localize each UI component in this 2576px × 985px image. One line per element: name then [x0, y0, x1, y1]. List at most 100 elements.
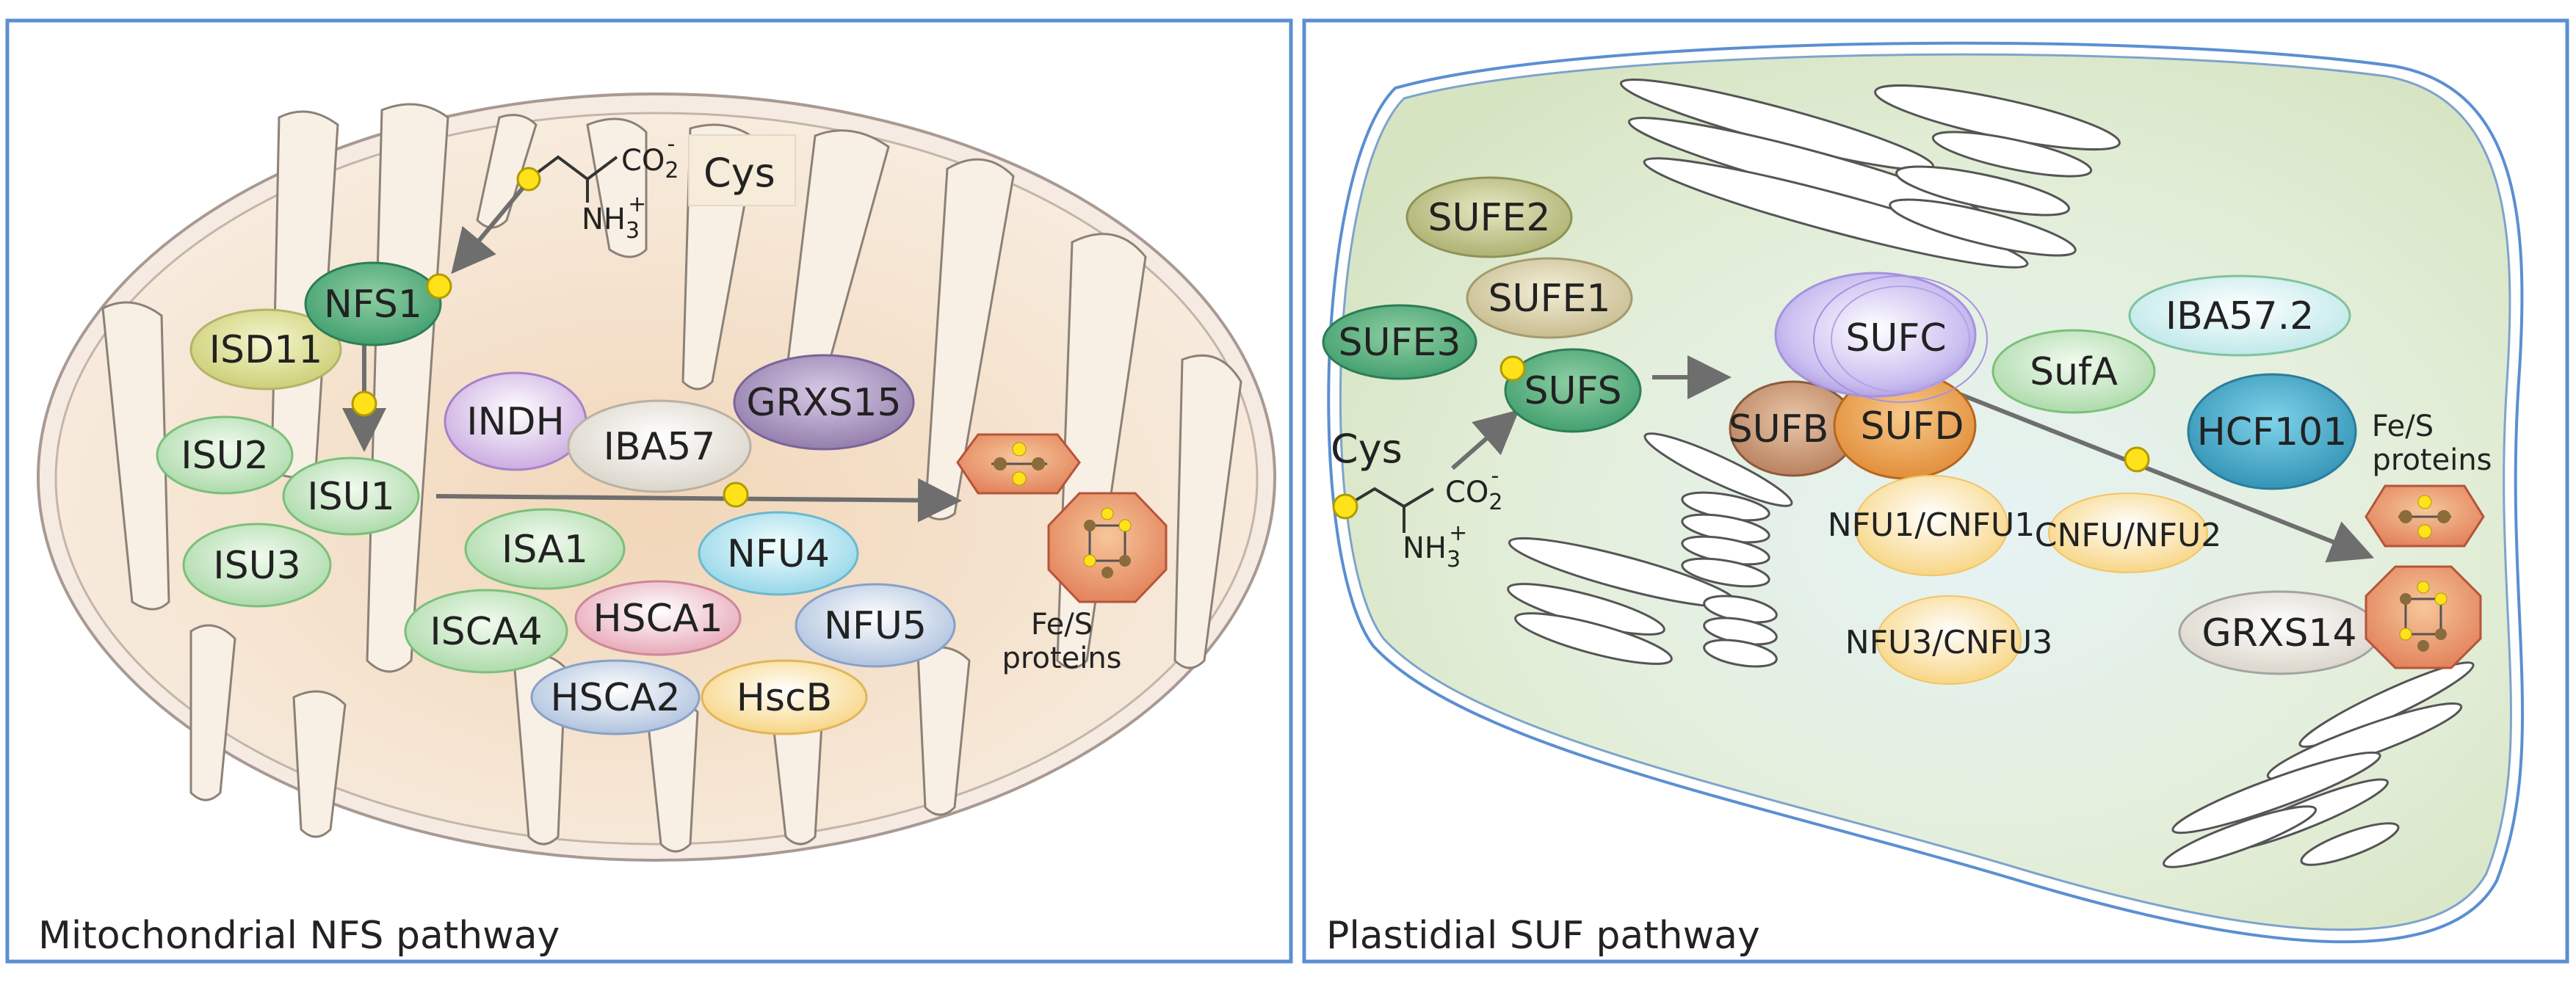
- mito-fes-label-line1: Fe/S: [1031, 608, 1093, 641]
- nfs1-sulfur: [426, 273, 452, 299]
- protein-grxs15-label: GRXS15: [746, 381, 901, 425]
- thylakoids: [1507, 79, 2475, 868]
- protein-cnfu-nfu2-label: CNFU/NFU2: [2035, 517, 2221, 554]
- cys-co2-sup: -: [667, 131, 676, 157]
- plastid-cys-nh3-sub: 3: [1447, 547, 1461, 573]
- protein-sufe1: SUFE1: [1466, 257, 1633, 339]
- protein-nfu3-cnfu3: NFU3/CNFU3: [1845, 595, 2052, 685]
- protein-iba572-label: IBA57.2: [2166, 294, 2314, 338]
- protein-sufc: SUFC: [1774, 272, 1988, 403]
- protein-nfs1-label: NFS1: [324, 283, 422, 327]
- plastid-cys-co2-sub: 2: [1488, 490, 1502, 515]
- protein-grxs15: GRXS15: [733, 354, 915, 451]
- protein-sufe2: SUFE2: [1405, 176, 1573, 258]
- mito-proteins: ISD11 NFS1 ISU2 ISU1 ISU3 INDH IBA57: [156, 261, 956, 735]
- protein-isa1-label: ISA1: [502, 528, 588, 572]
- mito-fes-label-line2: proteins: [1002, 641, 1121, 675]
- protein-sufe1-label: SUFE1: [1488, 277, 1611, 321]
- protein-isu2: ISU2: [156, 415, 294, 495]
- protein-sufd-label: SUFD: [1860, 404, 1964, 448]
- protein-hsca2-label: HSCA2: [550, 676, 680, 720]
- protein-isu1-label: ISU1: [307, 475, 395, 519]
- protein-cnfu-nfu2: CNFU/NFU2: [2035, 492, 2221, 573]
- protein-isca4-label: ISCA4: [430, 610, 542, 654]
- protein-nfu1-cnfu1: NFU1/CNFU1: [1828, 475, 2035, 576]
- protein-isd11-label: ISD11: [209, 328, 323, 372]
- plastid-cys-nh3: NH: [1403, 531, 1447, 565]
- plastid-cys-sulfur: [1332, 493, 1358, 520]
- protein-hsca2: HSCA2: [530, 659, 701, 735]
- protein-iba572: IBA57.2: [2128, 275, 2351, 357]
- protein-isca4: ISCA4: [404, 589, 568, 674]
- protein-sufe3-label: SUFE3: [1339, 321, 1461, 365]
- sulfur-atom: [516, 167, 541, 192]
- svg-text:CO2-: CO2-: [621, 131, 679, 183]
- protein-nfu4: NFU4: [698, 511, 859, 596]
- plastid-cys-label: Cys: [1331, 426, 1403, 472]
- protein-sufe3: SUFE3: [1322, 304, 1477, 380]
- protein-isu3-label: ISU3: [213, 544, 301, 588]
- plastid-fes-label-line2: proteins: [2372, 443, 2492, 477]
- protein-isa1: ISA1: [464, 508, 626, 590]
- mito-fe2s2-cluster-icon: [956, 433, 1081, 495]
- sufs-sulfur: [1499, 355, 1526, 382]
- protein-isu1: ISU1: [282, 457, 420, 536]
- protein-sufa: SufA: [1991, 329, 2156, 414]
- protein-hsca1: HSCA1: [574, 580, 742, 656]
- sufbcd-sulfur: [2124, 446, 2150, 473]
- protein-nfu3-cnfu3-label: NFU3/CNFU3: [1845, 624, 2052, 661]
- cys-label: Cys: [703, 150, 775, 196]
- protein-sufs-label: SUFS: [1524, 369, 1621, 413]
- protein-sufs: SUFS: [1504, 348, 1642, 433]
- cys-co2-sub: 2: [665, 158, 679, 183]
- protein-nfu4-label: NFU4: [727, 532, 830, 576]
- protein-hsca1-label: HSCA1: [593, 597, 723, 641]
- protein-isu2-label: ISU2: [181, 434, 269, 478]
- cys-nh3-sup: +: [628, 192, 646, 217]
- protein-sufa-label: SufA: [2030, 350, 2118, 394]
- cys-nh3-sub: 3: [626, 218, 640, 244]
- protein-grxs14-label: GRXS14: [2201, 611, 2356, 655]
- protein-nfu5-label: NFU5: [824, 604, 927, 648]
- protein-sufb: SUFB: [1729, 380, 1858, 477]
- plastid-fe2s2-cluster-icon: [2365, 484, 2485, 548]
- plastid-cys-co2-sup: -: [1491, 463, 1499, 489]
- cys-co2: CO: [621, 144, 665, 178]
- plastid-fe4s4-cluster-icon: [2365, 565, 2482, 669]
- protein-iba57-label: IBA57: [604, 425, 716, 469]
- mito-panel-caption: Mitochondrial NFS pathway: [38, 914, 560, 958]
- protein-iba57: IBA57: [567, 399, 752, 493]
- iba57-sulfur: [723, 481, 749, 508]
- plastid-fes-label-line1: Fe/S: [2372, 410, 2434, 443]
- plastid-arrows: [1451, 355, 2375, 563]
- protein-sufb-label: SUFB: [1729, 407, 1829, 451]
- protein-indh: INDH: [444, 371, 587, 471]
- protein-hcf101: HCF101: [2187, 373, 2357, 490]
- plastid-cys-co2: CO: [1445, 476, 1488, 509]
- plastid-cys-molecule: Cys CO2- NH3+: [1331, 426, 1503, 573]
- plastid-cys-nh3-sup: +: [1449, 520, 1467, 546]
- protein-nfs1: NFS1: [304, 261, 442, 346]
- persulfide-sulfur: [351, 390, 377, 417]
- protein-grxs14: GRXS14: [2178, 590, 2381, 675]
- protein-indh-label: INDH: [466, 400, 564, 444]
- cys-highlight-box: [688, 134, 796, 206]
- protein-hcf101-label: HCF101: [2197, 410, 2348, 454]
- mito-cys-molecule: CO2- NH3+ Cys: [516, 131, 796, 244]
- plastid-proteins: SUFE2 SUFE1 SUFE3 SUFS SUFB SUFD SUFC: [1322, 176, 2381, 685]
- mito-fe4s4-cluster-icon: [1047, 492, 1168, 603]
- protein-sufc-label: SUFC: [1845, 316, 1946, 360]
- svg-text:NH3+: NH3+: [1403, 520, 1467, 573]
- svg-text:NH3+: NH3+: [582, 192, 646, 244]
- protein-hscb: HscB: [701, 659, 868, 735]
- svg-text:CO2-: CO2-: [1445, 463, 1503, 515]
- cys-nh3: NH: [582, 203, 626, 236]
- protein-sufe2-label: SUFE2: [1428, 196, 1551, 240]
- protein-isd11: ISD11: [189, 308, 342, 390]
- protein-nfu5: NFU5: [795, 583, 956, 668]
- plastid-panel-caption: Plastidial SUF pathway: [1326, 914, 1760, 958]
- protein-isu3: ISU3: [182, 523, 332, 608]
- protein-nfu1-cnfu1-label: NFU1/CNFU1: [1828, 506, 2035, 544]
